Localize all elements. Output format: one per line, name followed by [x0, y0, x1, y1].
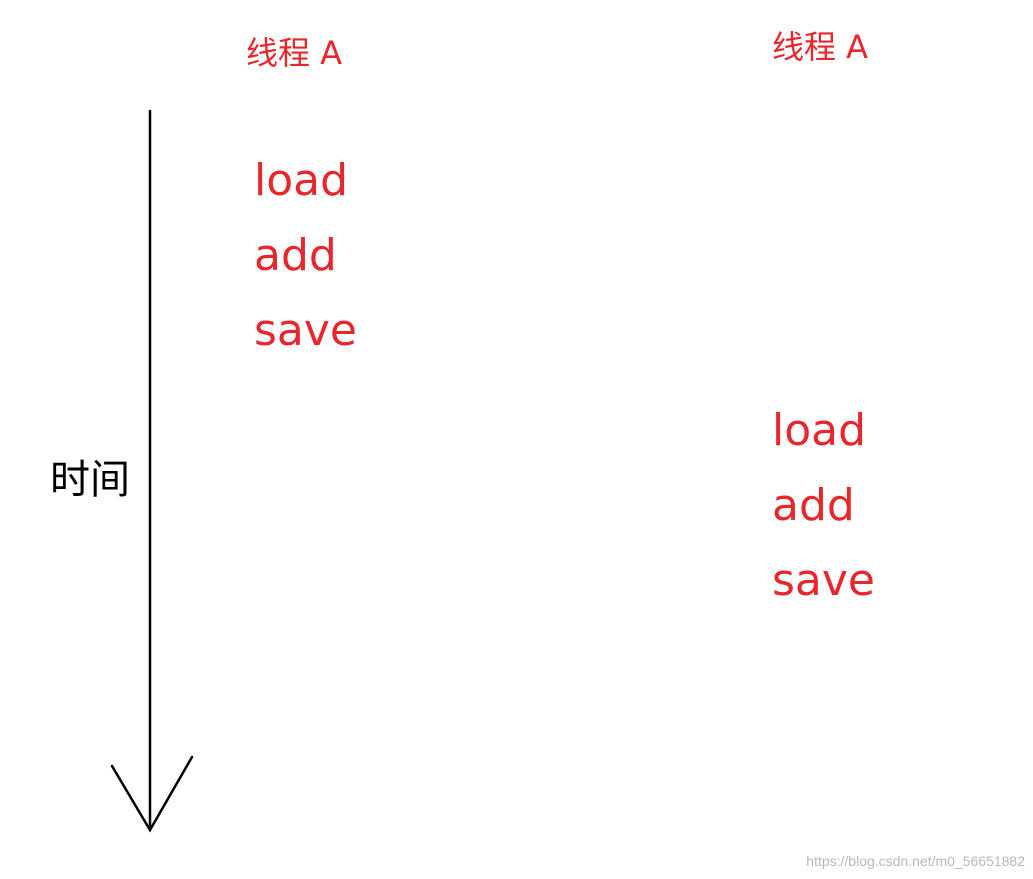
thread-2-op-save: save — [772, 555, 875, 606]
arrowhead-icon — [110, 755, 194, 833]
watermark-url: https://blog.csdn.net/m0_56651882 — [806, 853, 1025, 869]
thread-2-title: 线程 A — [772, 28, 869, 66]
thread-1-op-save: save — [254, 305, 357, 356]
time-axis-label: 时间 — [50, 457, 130, 503]
thread-1-title: 线程 A — [246, 34, 343, 72]
thread-1-op-add: add — [254, 230, 337, 281]
thread-2-op-load: load — [772, 405, 867, 456]
thread-2-op-add: add — [772, 480, 855, 531]
thread-2-ops: load add save — [772, 406, 875, 631]
thread-1-op-load: load — [254, 155, 349, 206]
thread-1-ops: load add save — [254, 156, 357, 381]
